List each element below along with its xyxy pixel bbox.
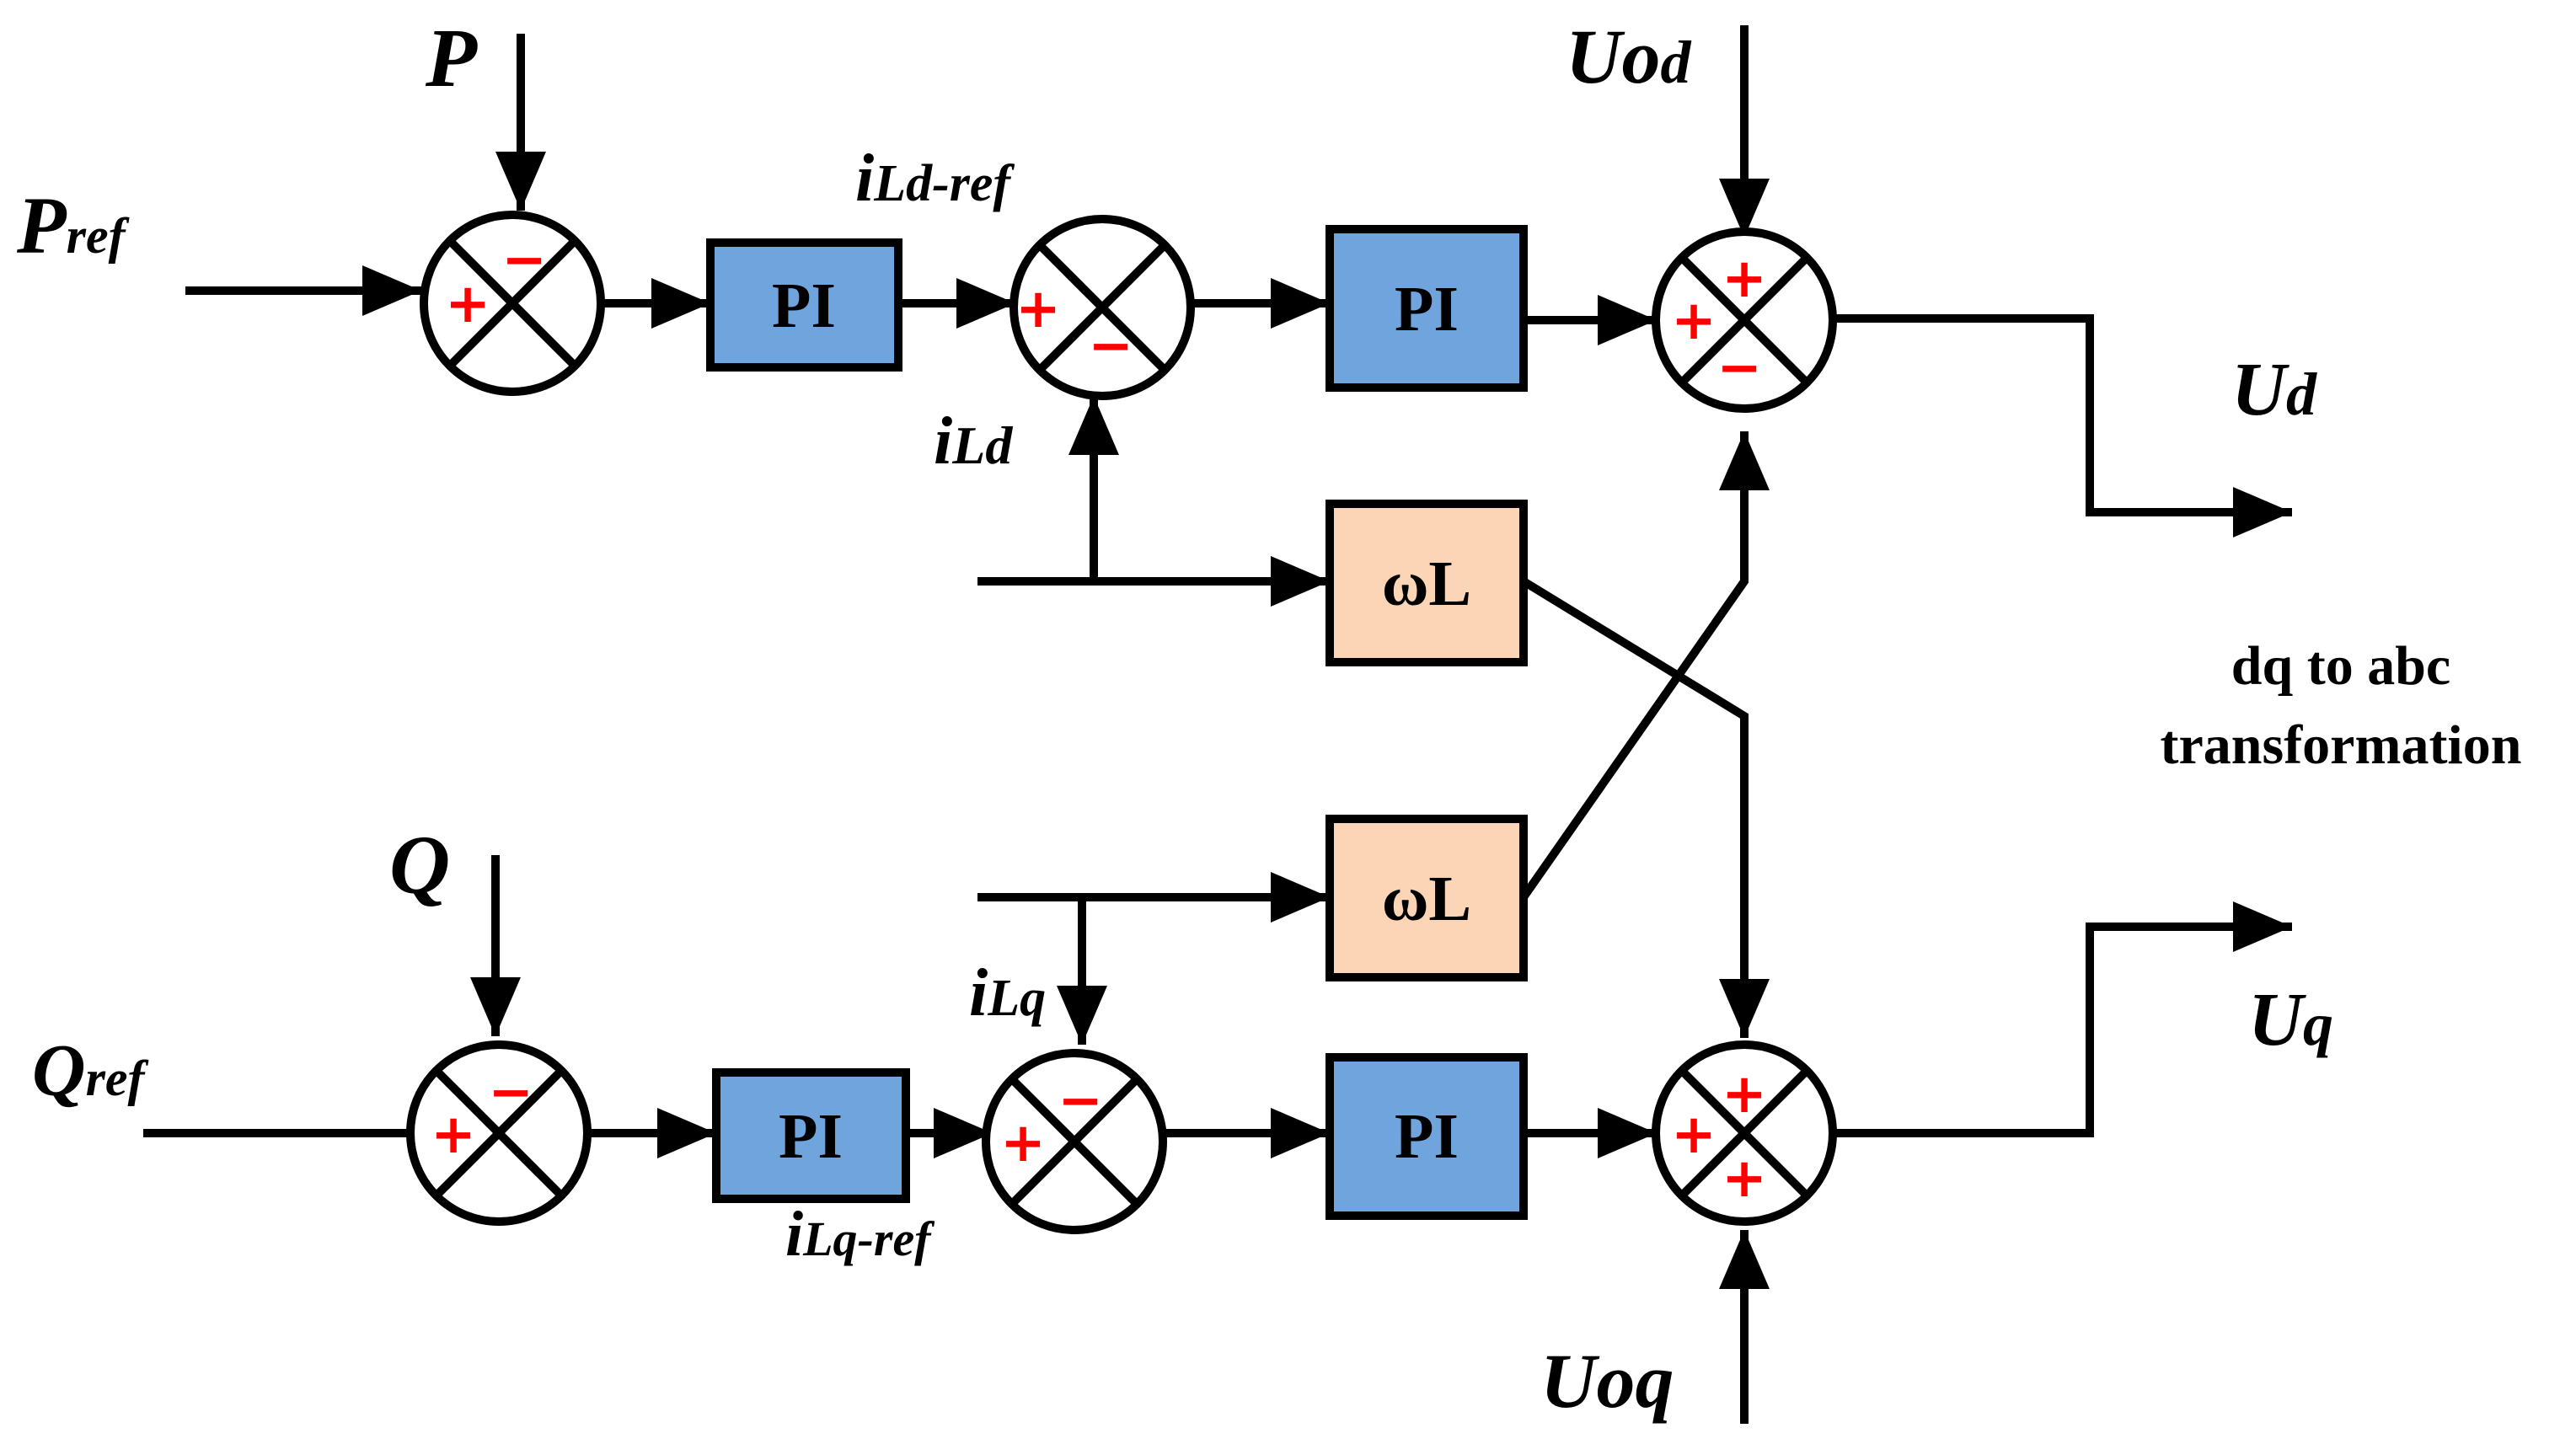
label-uod: Uod (1566, 13, 1691, 99)
label-q: Q (389, 818, 450, 912)
sj4-sign-left: + (431, 1104, 476, 1166)
pi-block-1-label: PI (772, 270, 836, 341)
sj5-sign-left: + (1000, 1112, 1046, 1174)
label-ud: Ud (2231, 348, 2317, 431)
label-transform-line2: transformation (2161, 714, 2522, 776)
wl-block-2: ωL (1325, 815, 1528, 981)
pi-block-2-label: PI (1395, 274, 1459, 345)
pi-block-3-label: PI (779, 1101, 843, 1172)
wire-sj6-to-uq (1834, 901, 2292, 1137)
sj3-sign-bottom: − (1716, 337, 1762, 399)
pi-block-3: PI (712, 1068, 910, 1203)
label-qref: Qref (32, 1030, 149, 1112)
wire-wl2-to-sj3 (1519, 431, 1770, 900)
label-ilq-ref: iLq-ref (785, 1199, 935, 1270)
label-ild: iLd (934, 404, 1013, 479)
wl-block-1-label: ωL (1382, 548, 1471, 619)
label-uoq: Uoq (1540, 1338, 1674, 1424)
sj6-sign-left: + (1671, 1104, 1716, 1166)
label-ild-ref: iLd-ref (855, 142, 1015, 216)
wire-wl1-to-sj6 (1521, 577, 1770, 1038)
pi-block-4: PI (1325, 1053, 1528, 1220)
sj5-sign-top: − (1058, 1070, 1103, 1132)
sj1-sign-top: − (501, 229, 547, 291)
wl-block-2-label: ωL (1382, 864, 1471, 934)
wires (143, 25, 2292, 1424)
sj3-sign-left: + (1671, 290, 1716, 352)
sj2-sign-left: + (1015, 278, 1061, 340)
summing-junction-1: − + (420, 211, 605, 396)
pi-block-1: PI (706, 238, 902, 372)
sj3-sign-top: + (1722, 248, 1767, 310)
label-pref: Pref (16, 180, 130, 270)
summing-junction-5: − + (982, 1049, 1167, 1234)
summing-junction-3: + + − (1652, 227, 1837, 413)
label-uq: Uq (2248, 978, 2333, 1062)
summing-junction-6: + + + (1652, 1040, 1837, 1226)
label-p: P (425, 11, 478, 104)
pi-block-2: PI (1325, 225, 1528, 392)
sj4-sign-top: − (488, 1062, 533, 1124)
pi-block-4-label: PI (1395, 1101, 1459, 1172)
sj1-sign-left: + (445, 273, 490, 335)
wire-sj3-to-ud (1834, 314, 2292, 537)
summing-junction-2: + − (1010, 215, 1195, 400)
label-ilq: iLq (969, 956, 1046, 1030)
label-transform-line1: dq to abc (2231, 635, 2450, 697)
summing-junction-4: − + (406, 1040, 592, 1226)
sj6-sign-bottom: + (1722, 1147, 1767, 1210)
sj6-sign-top: + (1722, 1063, 1767, 1126)
wl-block-1: ωL (1325, 500, 1528, 666)
sj2-sign-bottom: − (1088, 315, 1133, 377)
